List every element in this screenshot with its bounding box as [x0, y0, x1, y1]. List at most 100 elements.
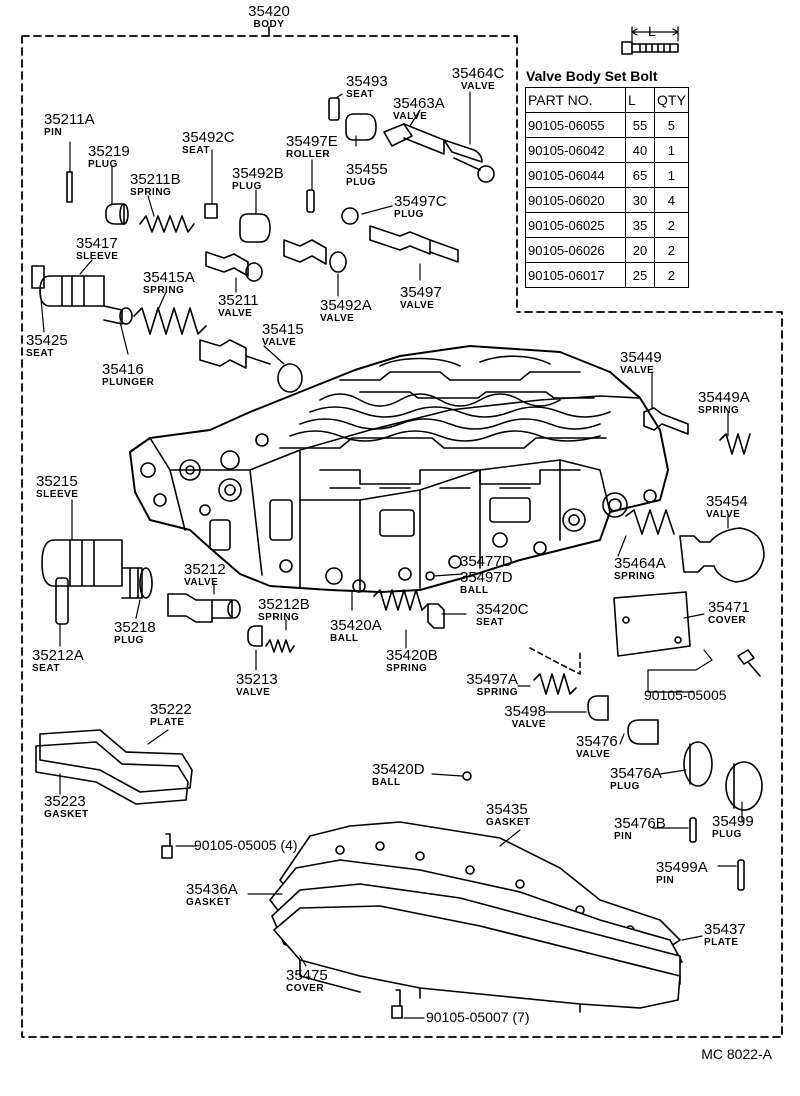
pin-35211a — [66, 171, 73, 203]
pin-35476b — [689, 817, 697, 843]
figure-code: MC 8022-A — [701, 1046, 772, 1062]
valve-35476 — [627, 719, 659, 745]
bolt-table-title: Valve Body Set Bolt — [526, 68, 658, 84]
valve-35454 — [679, 527, 765, 583]
spring-35415a — [133, 307, 207, 335]
leader-lines — [39, 91, 743, 1019]
plate-35222 — [39, 729, 193, 793]
col-l: L — [625, 87, 655, 113]
ball-35420a — [352, 579, 366, 593]
plug-35219 — [105, 203, 129, 225]
valve-35415 — [199, 339, 303, 393]
bolt-icon — [621, 26, 679, 55]
spring-35420b — [373, 589, 429, 611]
spring-35464a — [625, 509, 675, 535]
valve-body-casting — [129, 345, 669, 593]
valve-35213 — [247, 625, 263, 647]
valve-35497 — [369, 225, 459, 263]
bolt-dim-label: L — [648, 23, 656, 39]
valve-35492a — [283, 239, 347, 273]
valve-35498 — [587, 695, 609, 721]
seat-35492c — [204, 203, 218, 219]
spring-35211b — [139, 215, 195, 233]
valve-35212 — [167, 593, 241, 623]
seat-35212a — [55, 577, 69, 625]
label-35477d: 35477D — [460, 553, 513, 570]
col-qty: QTY — [654, 87, 689, 113]
dashed-guide — [529, 647, 581, 675]
sleeve-35417 — [39, 275, 105, 307]
seat-35425 — [31, 265, 45, 289]
bolt-90105-05005-4 — [161, 833, 173, 859]
valve-35449 — [643, 407, 689, 435]
cover-35471 — [613, 591, 691, 657]
sleeve-35215 — [41, 539, 123, 587]
spring-35449a — [719, 433, 751, 455]
spring-35497a — [533, 673, 577, 695]
seat-35420c — [427, 603, 445, 629]
plug-35476a — [683, 741, 713, 787]
label-bolt-90105-05005: 90105-05005 — [644, 687, 727, 703]
pin-35499a — [737, 859, 745, 891]
plug-35218 — [121, 567, 153, 599]
bolt-spec-table: Valve Body Set Bolt PART NO. L QTY 90105… — [518, 68, 694, 288]
col-part-no: PART NO. — [525, 87, 626, 113]
cover-35475 — [273, 905, 681, 1013]
gasket-35223 — [35, 741, 189, 805]
plug-35492b — [239, 213, 271, 243]
ball-35420d — [462, 771, 472, 781]
label-bolt-90105-05005-4: 90105-05005 (4) — [194, 837, 298, 853]
plug-35455 — [345, 113, 377, 141]
bolt-90105-05007-7 — [391, 989, 403, 1019]
valve-35464c — [453, 157, 495, 183]
plug-35497c — [341, 207, 359, 225]
